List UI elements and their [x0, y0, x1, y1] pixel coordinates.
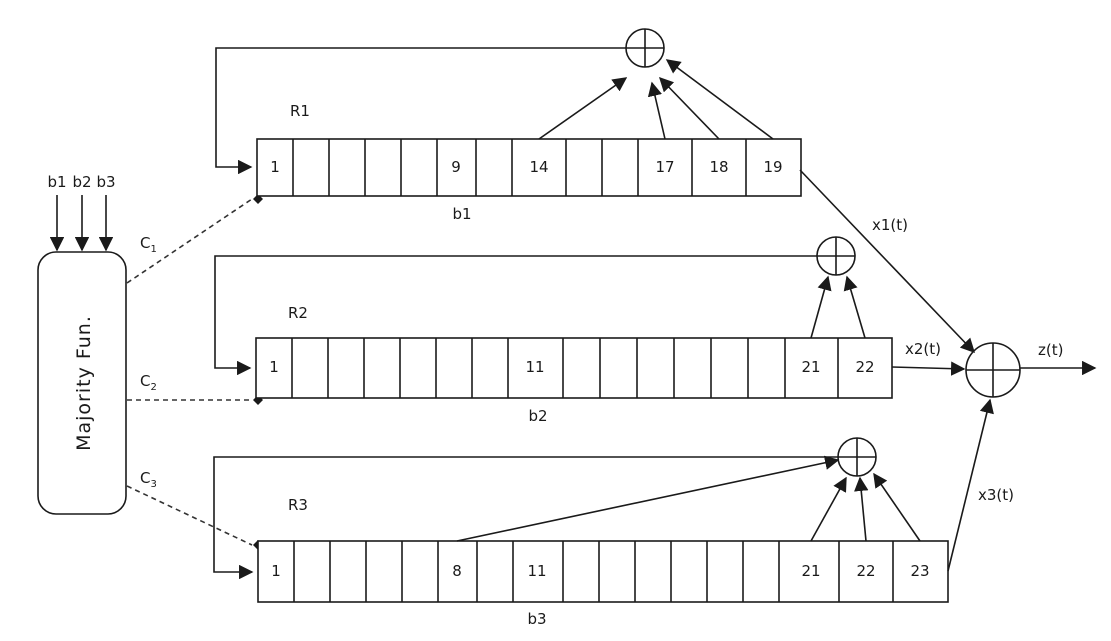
majority-inputs: b1 b2 b3: [47, 173, 116, 252]
output-label-x3: x3(t): [978, 486, 1014, 504]
register-r3-cell: 8: [452, 562, 462, 580]
clock-label-c2: C2: [140, 372, 157, 393]
input-label-b1: b1: [47, 173, 66, 191]
output-label-x1: x1(t): [872, 216, 908, 234]
majority-box: [37, 251, 127, 515]
register-name-r2: R2: [288, 304, 308, 322]
register-r2-cell: 1: [269, 358, 279, 376]
tap-arrow-r3-23: [873, 472, 921, 542]
register-r3-cell: 21: [801, 562, 820, 580]
register-r1-cell: 9: [451, 158, 461, 176]
output-label-x2: x2(t): [905, 340, 941, 358]
clock-line-c1: [126, 198, 253, 284]
register-r3-cell: 1: [271, 562, 281, 580]
tap-arrow-r1-17: [647, 81, 666, 140]
output-arrow-x3: [947, 398, 994, 572]
feedback-r1: [215, 47, 626, 175]
register-r1: R1 1 9 14 17 18 19 b1: [215, 28, 802, 223]
register-r2-frame: [255, 337, 893, 399]
output-arrow-x2: [891, 361, 966, 376]
register-name-r3: R3: [288, 496, 308, 514]
clock-label-c3: C3: [140, 469, 157, 490]
input-label-b3: b3: [96, 173, 115, 191]
tap-arrow-r2-22: [843, 275, 866, 339]
register-r1-frame: [256, 138, 802, 197]
register-r1-cell: 14: [529, 158, 548, 176]
register-r2-cell: 22: [855, 358, 874, 376]
register-r2-clock-bit: b2: [528, 407, 547, 425]
majority-function: Majority Fun.: [37, 251, 127, 515]
tap-arrow-r2-21: [810, 275, 832, 339]
feedback-r2: [214, 255, 817, 376]
register-r1-cell: 19: [763, 158, 782, 176]
tap-arrow-r1-18: [658, 76, 720, 140]
register-r3-cell: 22: [856, 562, 875, 580]
clock-labels: C1 C2 C3: [140, 234, 157, 490]
register-r1-cell: 1: [270, 158, 280, 176]
tap-arrow-r1-14: [538, 77, 628, 140]
register-r2: R2 1 11 21 22 b2: [214, 236, 893, 425]
input-label-b2: b2: [72, 173, 91, 191]
xor-r2: [816, 236, 856, 276]
register-r2-cell: 21: [801, 358, 820, 376]
register-r1-cells: 1 9 14 17 18 19: [256, 138, 802, 197]
tap-arrow-r3-22: [854, 476, 869, 542]
majority-label: Majority Fun.: [73, 315, 95, 451]
register-name-r1: R1: [290, 102, 310, 120]
register-r3-clock-bit: b3: [527, 610, 546, 628]
clock-line-c3: [126, 485, 253, 546]
register-r3-cell: 11: [527, 562, 546, 580]
register-r1-cell: 18: [709, 158, 728, 176]
register-r3: R3 1 8 11 21 22 23 b3: [213, 437, 949, 628]
register-r3-cell: 23: [910, 562, 929, 580]
output-arrow-x1: [799, 169, 975, 354]
output-label-z: z(t): [1038, 341, 1063, 359]
xor-final: [965, 342, 1021, 398]
register-r1-cell: 17: [655, 158, 674, 176]
register-r2-cells: 1 11 21 22: [255, 337, 893, 399]
xor-r3: [837, 437, 877, 477]
register-r3-cells: 1 8 11 21 22 23: [257, 540, 949, 603]
xor-r1: [625, 28, 665, 68]
tap-arrow-r3-21: [810, 476, 847, 542]
clock-label-c1: C1: [140, 234, 157, 255]
tap-arrow-r1-19: [665, 59, 774, 140]
register-r2-cell: 11: [525, 358, 544, 376]
feedback-r3: [213, 456, 838, 580]
register-r1-clock-bit: b1: [452, 205, 471, 223]
register-r3-frame: [257, 540, 949, 603]
tap-arrow-r3-8: [456, 455, 840, 542]
